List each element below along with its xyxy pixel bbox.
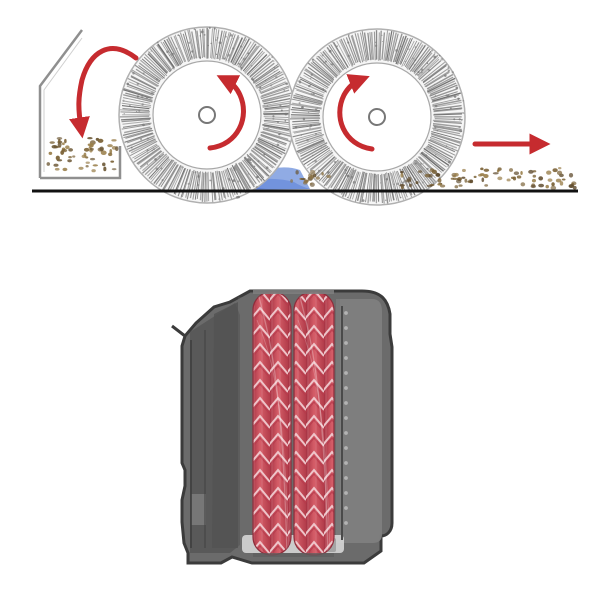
rotation-arrow-icon [69,46,139,139]
front-roller [252,291,292,556]
front-brush [118,26,296,204]
debris-tray-icon [38,29,122,180]
floor-debris [290,167,577,191]
bottom-view [171,289,394,565]
rotation-arrow-icon [207,75,246,151]
rotation-arrow-icon [337,74,375,152]
top-view [32,26,578,206]
rear-roller [293,291,335,556]
rear-brush [288,28,466,206]
